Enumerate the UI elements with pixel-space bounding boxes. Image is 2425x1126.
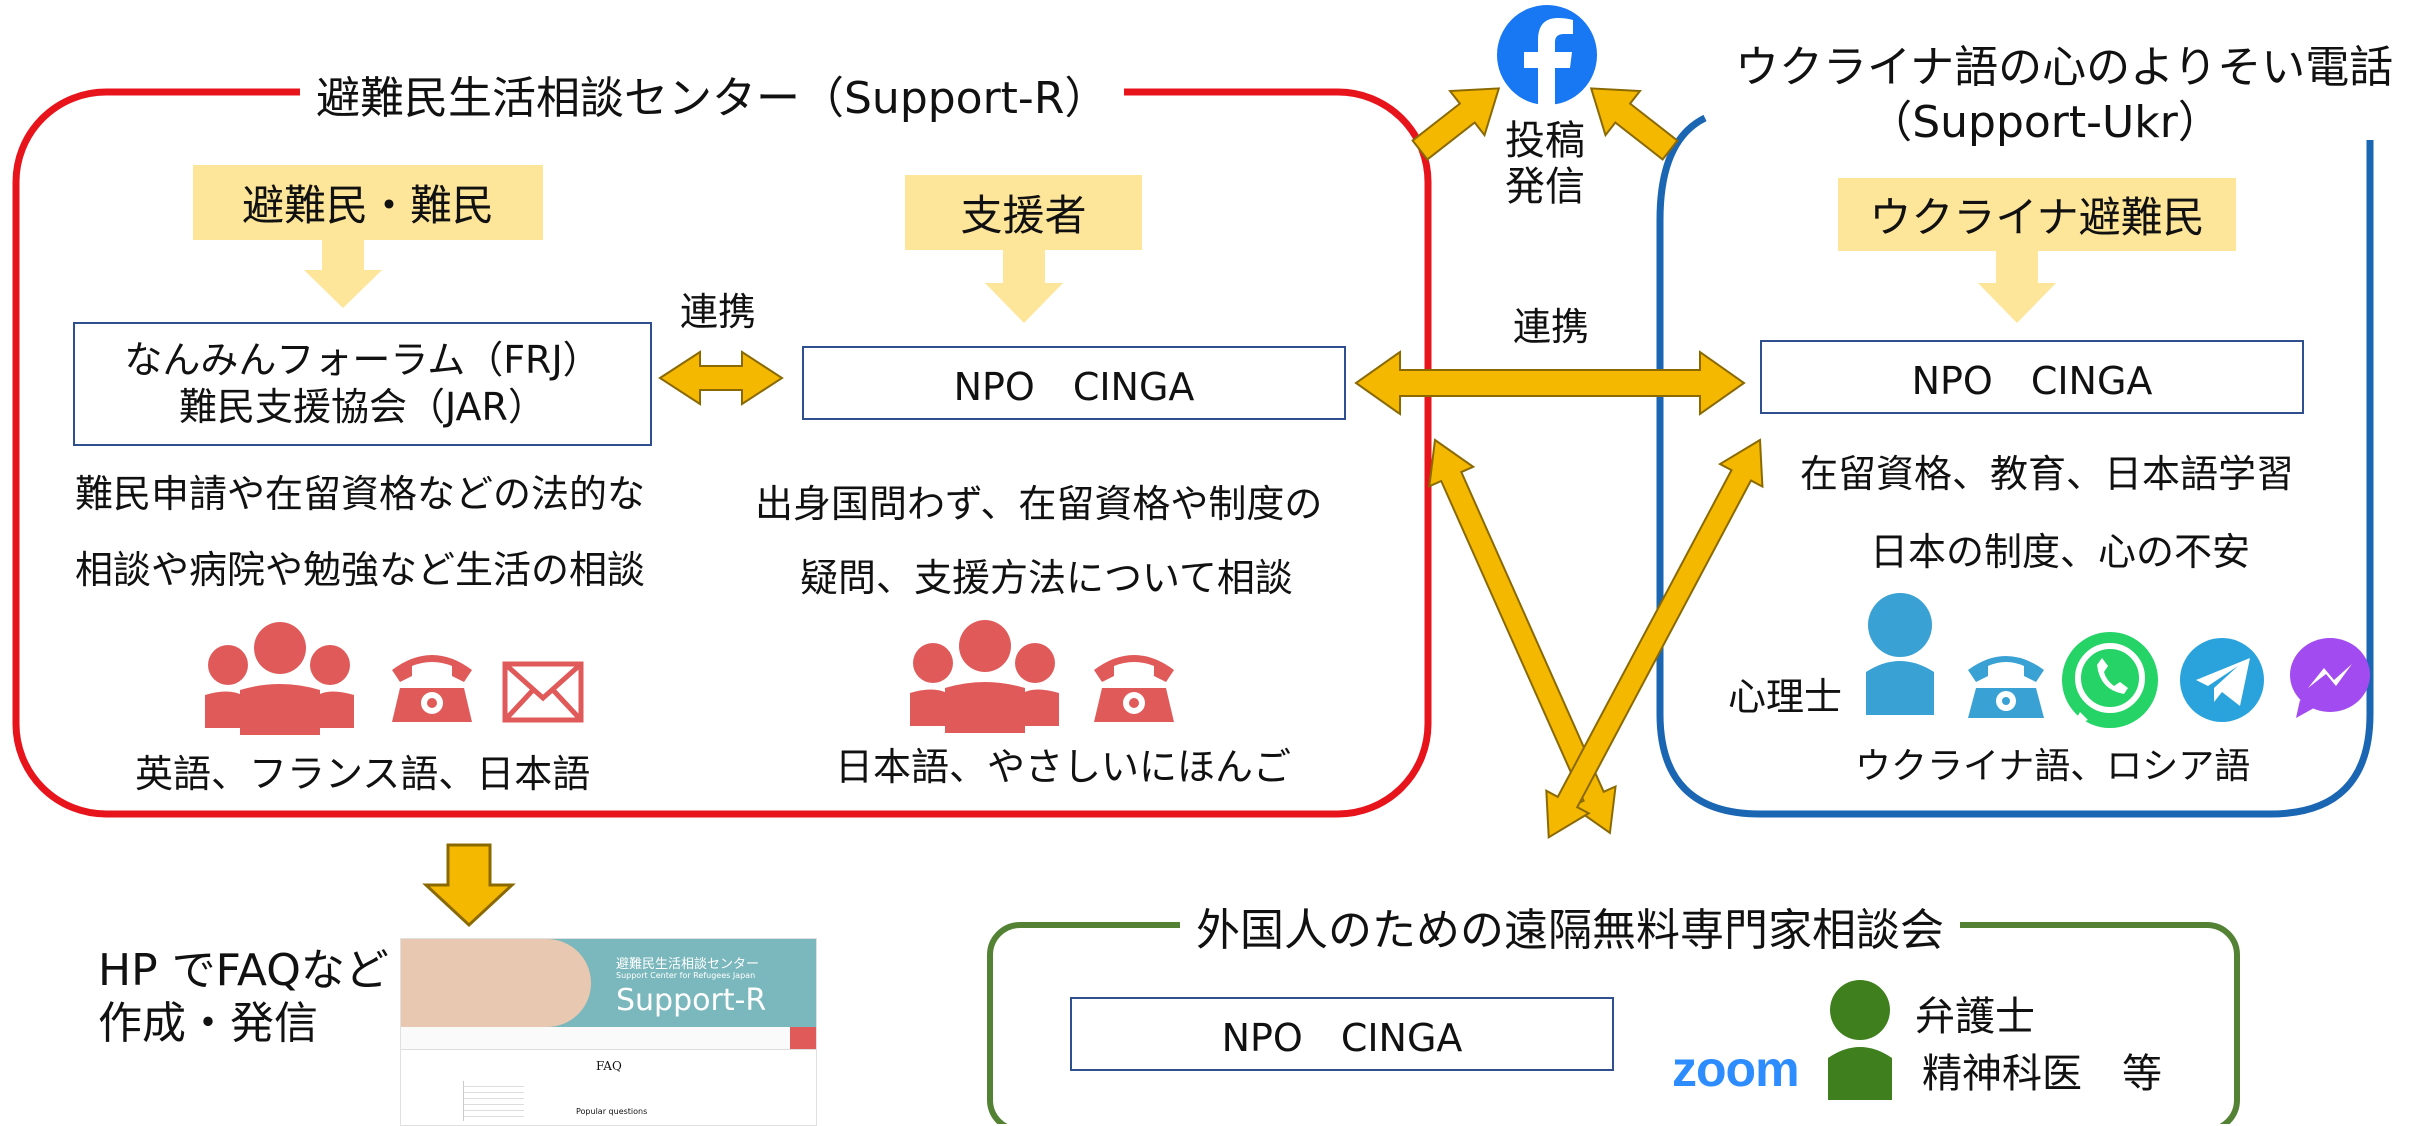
- support-ukr-title-line2: （Support-Ukr）: [1868, 97, 2222, 148]
- ukraine-refugee-tag: ウクライナ避難民: [1838, 178, 2236, 251]
- psychologist-label: 心理士: [1728, 675, 1843, 719]
- facebook-post-label: 投稿 発信: [1505, 118, 1585, 210]
- hp-thumb-hands-image: [401, 939, 591, 1027]
- frj-box-line2: 難民支援協会（JAR）: [179, 385, 546, 429]
- ukr-desc-line1: 在留資格、教育、日本語学習: [1800, 452, 2295, 496]
- psychiatrist-label: 精神科医 等: [1922, 1051, 2162, 1097]
- cinga-box-support-ukr: NPO CINGA: [1760, 340, 2304, 414]
- renkei-label-middle: 連携: [1513, 305, 1590, 349]
- hp-thumbnail[interactable]: 避難民生活相談センター Support Center for Refugees …: [400, 938, 817, 1126]
- left-desc-line1: 難民申請や在留資格などの法的な: [75, 472, 646, 516]
- right-languages: 日本語、やさしいにほんご: [835, 745, 1292, 789]
- telephone-icon-ukr: [1968, 656, 2044, 718]
- arrow-to-facebook-right: [1589, 87, 1679, 161]
- hp-thumb-title-en: Support Center for Refugees Japan: [616, 971, 756, 980]
- supporter-tag: 支援者: [905, 175, 1142, 250]
- telegram-icon: [2180, 638, 2264, 722]
- double-arrow-frj-cinga: [658, 350, 784, 406]
- ukr-languages: ウクライナ語、ロシア語: [1855, 746, 2251, 787]
- hp-thumb-title-jp: 避難民生活相談センター: [616, 957, 760, 972]
- hp-thumb-nav-red: [790, 1027, 816, 1049]
- frj-jar-box: なんみんフォーラム（FRJ） 難民支援協会（JAR）: [73, 322, 652, 446]
- right-desc-line2: 疑問、支援方法について相談: [800, 556, 1293, 600]
- telephone-icon-right: [1094, 655, 1174, 722]
- hp-line2: 作成・発信: [98, 997, 318, 1049]
- left-desc-line2: 相談や病院や勉強など生活の相談: [75, 548, 646, 592]
- hp-label: HP でFAQなど 作成・発信: [98, 945, 389, 1051]
- mail-icon: [502, 661, 584, 723]
- support-ukr-title-line1: ウクライナ語の心のよりそい電話: [1735, 42, 2394, 93]
- support-ukr-title: ウクライナ語の心のよりそい電話 （Support-Ukr）: [1735, 40, 2394, 150]
- hp-thumb-brand: Support-R: [616, 983, 767, 1018]
- people-group-icon-left: [205, 622, 354, 735]
- psychologist-person-icon: [1866, 593, 1934, 715]
- double-arrow-cinga-ukr: [1354, 350, 1746, 416]
- consult-title: 外国人のための遠隔無料専門家相談会: [1180, 894, 1960, 958]
- cinga-box-consult: NPO CINGA: [1070, 997, 1614, 1071]
- support-ukr-frame: [1656, 114, 2374, 818]
- hp-line1: HP でFAQなど: [98, 945, 389, 996]
- arrow-to-facebook-left: [1411, 87, 1501, 161]
- down-arrow-ukraine: [1978, 248, 2056, 323]
- hp-thumb-faq: FAQ: [596, 1059, 622, 1073]
- zoom-logo: zoom: [1672, 1041, 1800, 1097]
- messenger-icon: [2290, 638, 2370, 718]
- hp-thumb-banner: 避難民生活相談センター Support Center for Refugees …: [401, 939, 816, 1027]
- facebook-post-line2: 発信: [1505, 164, 1585, 210]
- hp-thumb-navbar: [401, 1027, 816, 1050]
- facebook-icon: [1497, 5, 1597, 105]
- right-desc-line1: 出身国問わず、在留資格や制度の: [755, 482, 1323, 526]
- hp-thumb-sidebar: [463, 1081, 524, 1121]
- people-group-icon-right: [910, 620, 1059, 733]
- hp-thumb-popular: Popular questions: [576, 1107, 648, 1116]
- whatsapp-icon: [2062, 632, 2158, 728]
- expert-person-icon: [1828, 980, 1892, 1100]
- left-languages: 英語、フランス語、日本語: [135, 752, 591, 796]
- down-arrow-supporter: [985, 250, 1063, 323]
- frj-box-line1: なんみんフォーラム（FRJ）: [124, 337, 601, 382]
- down-arrow-hp: [422, 843, 516, 928]
- support-r-title: 避難民生活相談センター（Support-R）: [300, 62, 1125, 126]
- cinga-box-support-r: NPO CINGA: [802, 346, 1346, 420]
- down-arrow-refugee: [304, 238, 382, 308]
- refugee-tag: 避難民・難民: [193, 165, 543, 240]
- facebook-post-line1: 投稿: [1505, 118, 1585, 164]
- diagonal-arrow-right: [1545, 438, 1764, 840]
- renkei-label-left: 連携: [680, 290, 757, 334]
- telephone-icon-left: [392, 655, 472, 722]
- ukr-desc-line2: 日本の制度、心の不安: [1870, 530, 2251, 574]
- lawyer-label: 弁護士: [1915, 994, 2035, 1040]
- diagonal-arrow-left: [1428, 438, 1617, 835]
